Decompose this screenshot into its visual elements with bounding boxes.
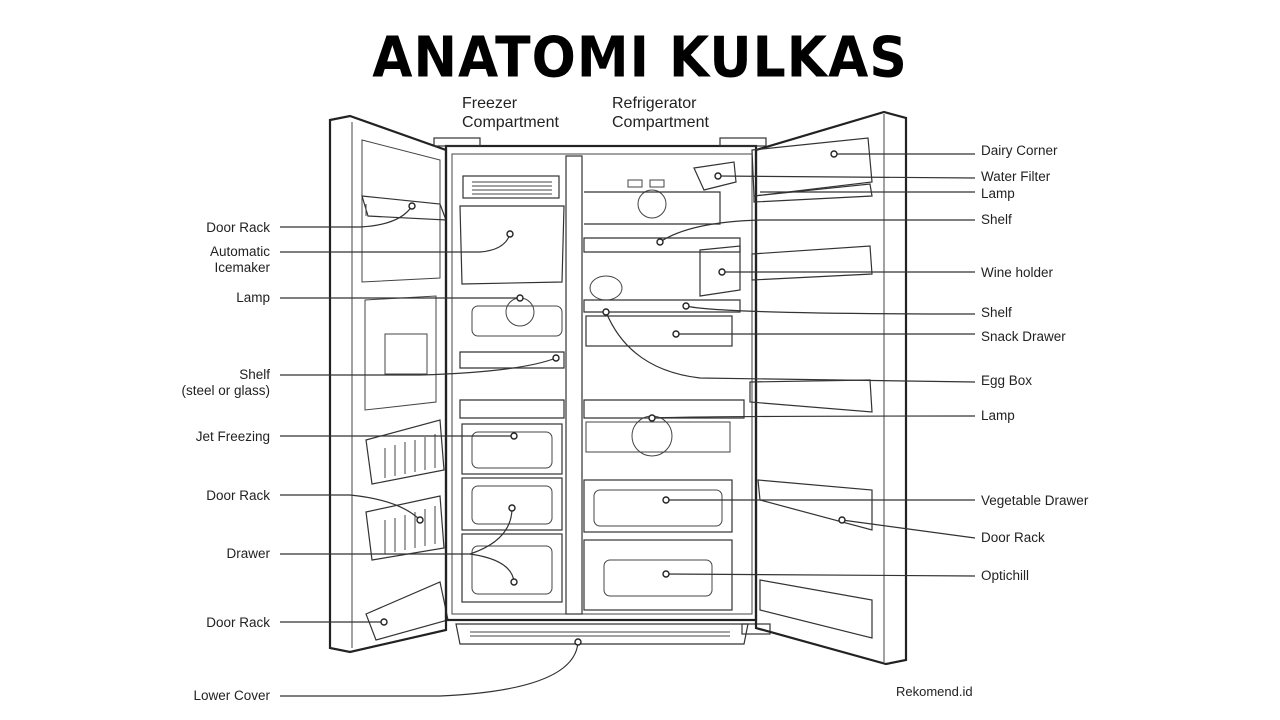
- label-lamp-fridge-top: Lamp: [981, 186, 1015, 201]
- label-egg-box: Egg Box: [981, 373, 1033, 388]
- header-line: Compartment: [612, 114, 709, 131]
- label-drawer: Drawer: [226, 546, 270, 561]
- label-jet-freezing: Jet Freezing: [195, 429, 270, 444]
- label-door-rack-right: Door Rack: [981, 530, 1045, 545]
- refrigerator-cabinet: [433, 137, 771, 645]
- label-line: Shelf: [239, 367, 270, 382]
- freezer-compartment-header: Freezer Compartment: [462, 94, 559, 132]
- header-line: Compartment: [462, 114, 559, 131]
- label-automatic-icemaker: Automatic Icemaker: [210, 244, 270, 276]
- refrigerator-door: [749, 110, 908, 666]
- label-lamp-fridge-bottom: Lamp: [981, 408, 1015, 423]
- label-optichill: Optichill: [981, 568, 1030, 583]
- label-door-rack-top: Door Rack: [206, 220, 270, 235]
- label-wine-holder: Wine holder: [981, 265, 1054, 280]
- label-vegetable-drawer: Vegetable Drawer: [981, 493, 1089, 508]
- label-door-rack-middle: Door Rack: [206, 488, 270, 503]
- header-line: Refrigerator: [612, 95, 697, 112]
- callout-dots: [380, 150, 846, 646]
- label-line: Automatic: [209, 244, 270, 259]
- credit-text: Rekomend.id: [896, 684, 973, 699]
- refrigerator-compartment-header: Refrigerator Compartment: [612, 94, 709, 132]
- label-line: Icemaker: [214, 260, 270, 275]
- label-shelf-middle: Shelf: [981, 305, 1012, 320]
- label-lamp-freezer: Lamp: [236, 290, 270, 305]
- label-door-rack-bottom: Door Rack: [206, 615, 270, 630]
- leader-lines-left: [280, 205, 579, 697]
- label-shelf-top: Shelf: [981, 212, 1012, 227]
- page-title: ANATOMI KULKAS: [372, 25, 908, 91]
- leader-lines-right: [605, 153, 976, 577]
- label-line: (steel or glass): [181, 383, 270, 398]
- header-line: Freezer: [462, 95, 518, 112]
- label-water-filter: Water Filter: [981, 169, 1051, 184]
- label-dairy-corner: Dairy Corner: [981, 143, 1058, 158]
- freezer-door: [328, 114, 449, 654]
- label-snack-drawer: Snack Drawer: [981, 329, 1066, 344]
- label-lower-cover: Lower Cover: [193, 688, 270, 703]
- label-shelf-freezer: Shelf (steel or glass): [181, 367, 270, 399]
